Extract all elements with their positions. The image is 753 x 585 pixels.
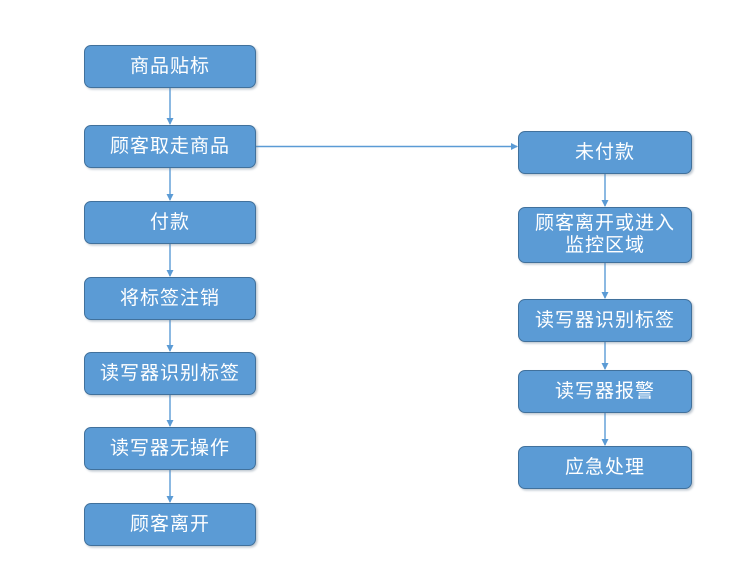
flow-node-n12[interactable]: 应急处理 <box>518 446 692 489</box>
flow-node-label: 顾客取走商品 <box>109 135 230 157</box>
flow-node-n11[interactable]: 读写器报警 <box>518 370 692 413</box>
flow-node-n2[interactable]: 顾客取走商品 <box>84 125 256 168</box>
flow-node-n5[interactable]: 读写器识别标签 <box>84 352 256 395</box>
flow-node-label: 付款 <box>149 211 190 233</box>
flow-node-label: 应急处理 <box>564 456 645 478</box>
flow-node-n8[interactable]: 未付款 <box>518 131 692 174</box>
flow-node-label: 读写器报警 <box>554 380 655 402</box>
flow-node-label: 读写器识别标签 <box>534 309 675 331</box>
flow-node-n3[interactable]: 付款 <box>84 201 256 244</box>
flow-node-label: 读写器无操作 <box>109 437 230 459</box>
flow-node-n6[interactable]: 读写器无操作 <box>84 427 256 470</box>
flow-node-n4[interactable]: 将标签注销 <box>84 277 256 320</box>
flow-node-n10[interactable]: 读写器识别标签 <box>518 299 692 342</box>
flow-node-label: 读写器识别标签 <box>99 362 240 384</box>
flow-node-label: 将标签注销 <box>119 287 220 309</box>
flow-node-label: 顾客离开 <box>129 513 210 535</box>
flow-node-label: 商品贴标 <box>129 55 210 77</box>
flow-node-n9[interactable]: 顾客离开或进入 监控区域 <box>518 207 692 263</box>
flow-node-n7[interactable]: 顾客离开 <box>84 503 256 546</box>
flow-node-n1[interactable]: 商品贴标 <box>84 45 256 88</box>
flow-node-label: 顾客离开或进入 监控区域 <box>534 213 675 256</box>
flow-node-label: 未付款 <box>574 141 635 163</box>
